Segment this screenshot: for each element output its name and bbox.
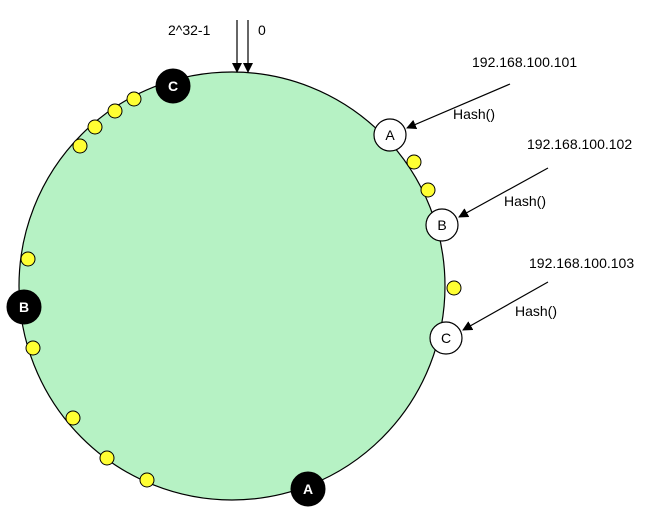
virtual-node-b: B — [6, 289, 42, 325]
physical-node-b-label: B — [437, 217, 446, 233]
data-point — [72, 138, 88, 154]
data-point — [406, 154, 422, 170]
server-ip-c: 192.168.100.103 — [529, 255, 634, 271]
data-point — [107, 103, 123, 119]
virtual-node-c: C — [155, 68, 191, 104]
data-point — [25, 340, 41, 356]
physical-node-a: A — [373, 118, 407, 152]
hash-arrow-a — [406, 83, 511, 130]
virtual-node-a-label: A — [303, 481, 313, 497]
data-point — [139, 472, 155, 488]
data-points — [20, 91, 462, 488]
physical-node-a-label: A — [385, 127, 395, 143]
physical-node-b: B — [425, 208, 459, 242]
server-ip-b: 192.168.100.102 — [527, 136, 632, 152]
virtual-node-a: A — [290, 471, 326, 507]
data-point — [65, 410, 81, 426]
physical-node-c: C — [429, 321, 463, 355]
hash-arrow-c — [462, 281, 549, 331]
server-ip-a: 192.168.100.101 — [472, 54, 577, 70]
data-point — [87, 119, 103, 135]
hash-fn-a: Hash() — [453, 106, 495, 122]
max-value-label: 2^32-1 — [168, 22, 211, 38]
data-point — [446, 280, 462, 296]
data-point — [126, 91, 142, 107]
data-point — [420, 182, 436, 198]
zero-value-label: 0 — [258, 22, 266, 38]
hash-arrow-b — [458, 167, 549, 218]
hash-fn-b: Hash() — [504, 193, 546, 209]
hash-fn-c: Hash() — [515, 303, 557, 319]
virtual-node-c-label: C — [168, 78, 178, 94]
data-point — [20, 251, 36, 267]
virtual-node-b-label: B — [19, 299, 29, 315]
data-point — [99, 450, 115, 466]
physical-node-c-label: C — [441, 330, 451, 346]
